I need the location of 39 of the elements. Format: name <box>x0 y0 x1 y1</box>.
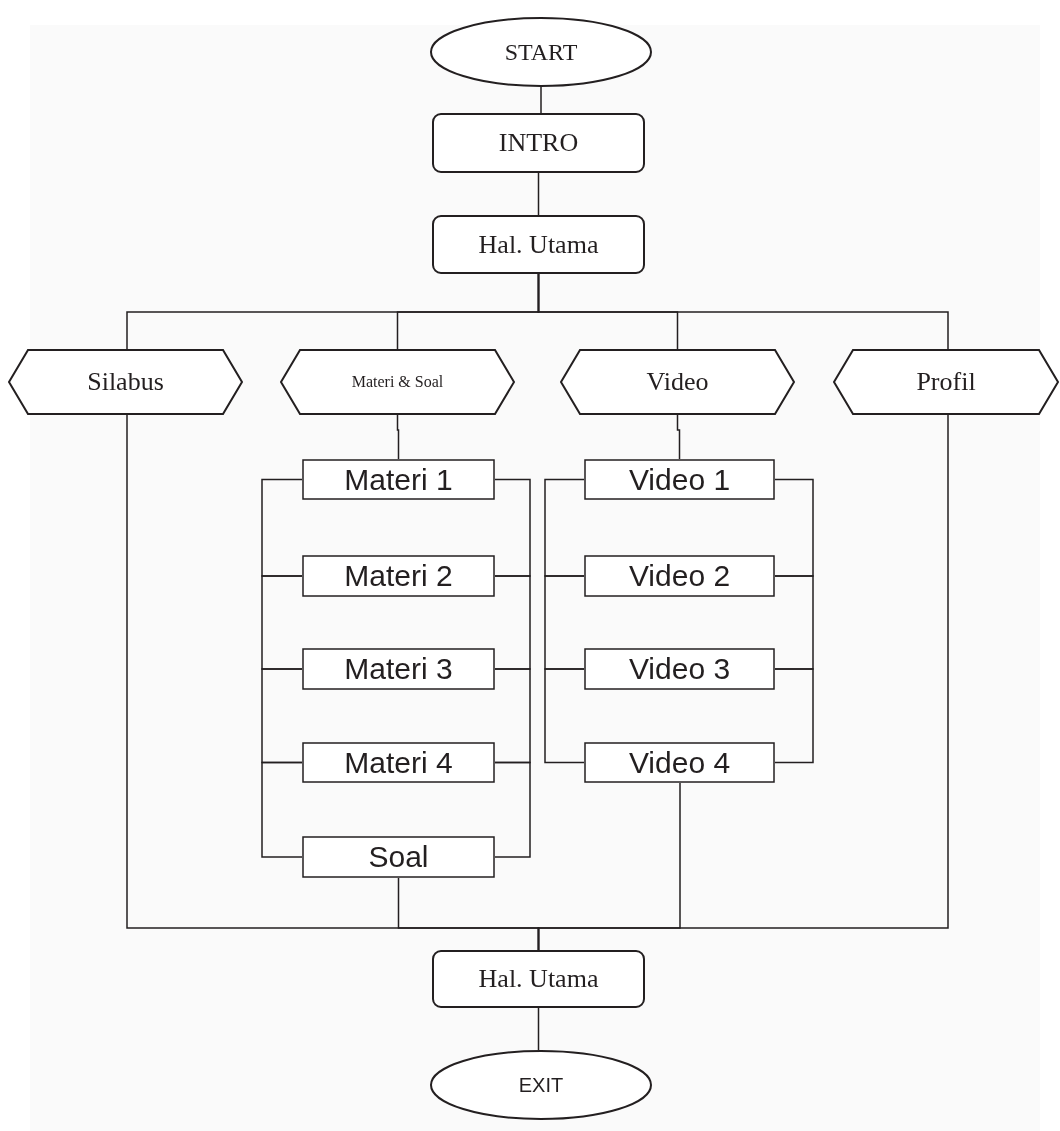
content-label: Video 2 <box>628 559 731 593</box>
connector-line <box>537 273 949 350</box>
connector-line <box>774 668 814 764</box>
connector-line <box>261 761 303 858</box>
menu-label: Materi & Soal <box>351 373 444 391</box>
connector-line <box>494 668 531 764</box>
connector-line <box>544 478 585 577</box>
content-label: Materi 3 <box>344 652 453 686</box>
content-label: Materi 1 <box>344 462 453 497</box>
terminator-label: EXIT <box>518 1073 564 1097</box>
connector-line <box>544 668 585 764</box>
connector-line <box>396 414 400 460</box>
connector-line <box>261 668 303 764</box>
connector-line <box>676 414 681 460</box>
connector-line <box>774 575 814 670</box>
process-label: INTRO <box>498 128 579 158</box>
content-label: Video 3 <box>628 652 731 686</box>
connector-line <box>774 478 814 577</box>
connector-line <box>261 478 303 577</box>
connector-line <box>540 86 542 114</box>
content-label: Materi 4 <box>344 745 453 780</box>
content-label: Video 4 <box>628 745 731 780</box>
connector-line <box>494 478 531 577</box>
content-label: Materi 2 <box>344 559 453 593</box>
connector-line <box>537 414 949 951</box>
terminator-label: START <box>504 38 578 66</box>
process-label: Hal. Utama <box>478 964 599 994</box>
connector-line <box>261 575 303 670</box>
menu-label: Profil <box>916 367 976 397</box>
content-label: Video 1 <box>628 462 731 497</box>
process-label: Hal. Utama <box>478 229 599 260</box>
connector-line <box>494 761 531 858</box>
connector-line <box>537 172 540 216</box>
content-label: Soal <box>368 840 429 874</box>
menu-label: Silabus <box>87 367 164 397</box>
connector-line <box>544 575 585 670</box>
menu-label: Video <box>646 367 709 397</box>
connector-line <box>494 575 531 670</box>
connector-line <box>537 1007 540 1051</box>
